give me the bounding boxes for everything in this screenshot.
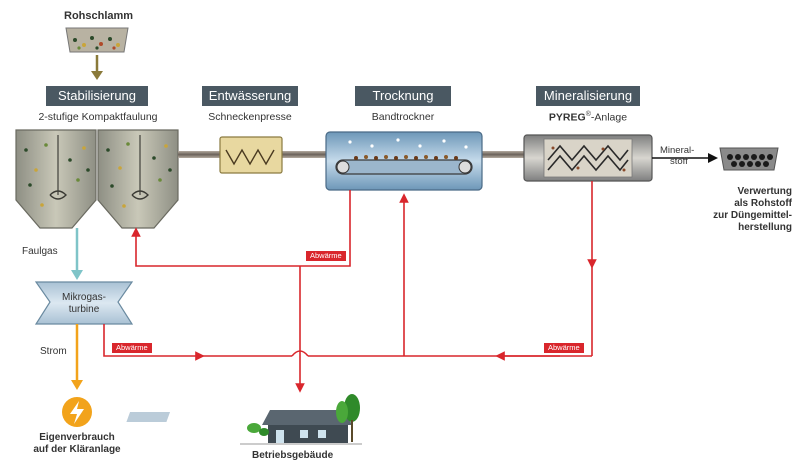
pyreg-suffix: -Anlage xyxy=(590,111,628,124)
belt-dryer xyxy=(325,131,483,191)
pyreg-brand: PYREG xyxy=(548,111,586,124)
microgas-turbine xyxy=(34,281,134,325)
pyreg-reactor xyxy=(523,134,653,182)
output-use-line4: herstellung xyxy=(738,222,792,233)
digester-tanks xyxy=(15,129,179,229)
strom-label: Strom xyxy=(40,346,67,357)
output-use-line1: Verwertung xyxy=(737,186,792,197)
pyreg-reg-mark: ® xyxy=(585,111,591,118)
stage-title-entwaesserung: Entwässerung xyxy=(202,86,298,106)
mineral-arrow-head xyxy=(708,153,718,163)
stage-subtitle-mineralisierung: PYREG®-Anlage xyxy=(530,111,646,124)
mineral-label-line2: stoff xyxy=(670,156,688,167)
consumption-line2: auf der Kläranlage xyxy=(33,444,121,455)
output-use-line3: zur Düngemittel- xyxy=(713,210,792,221)
building-icon xyxy=(126,394,362,445)
stage-subtitle-stabilisierung: 2-stufige Kompaktfaulung xyxy=(38,111,158,123)
stage-title-trocknung: Trocknung xyxy=(355,86,451,106)
pipe-1 xyxy=(178,151,220,158)
building-label: Betriebsgebäude xyxy=(252,450,334,461)
rohschlamm-container xyxy=(65,27,129,53)
feed-arrow-head xyxy=(91,71,103,80)
output-use-text: Verwertung als Rohstoff zur Düngemittel-… xyxy=(682,186,792,234)
output-use-line2: als Rohstoff xyxy=(734,198,792,209)
heat-tag-dryer: Abwärme xyxy=(306,251,346,261)
lightning-icon xyxy=(62,397,92,427)
heat-network xyxy=(103,181,597,393)
faulgas-label: Faulgas xyxy=(22,246,58,257)
turbine-label-line2: turbine xyxy=(68,304,100,315)
strom-arrow xyxy=(71,380,83,390)
stage-subtitle-trocknung: Bandtrockner xyxy=(371,111,435,123)
pipe-2 xyxy=(282,151,326,158)
screw-press xyxy=(219,136,283,174)
stage-subtitle-entwaesserung: Schneckenpresse xyxy=(208,111,292,123)
turbine-label-line1: Mikrogas- xyxy=(62,292,106,303)
mineral-label: Mineral- stoff xyxy=(660,145,694,167)
consumption-label: Eigenverbrauch auf der Kläranlage xyxy=(22,432,132,456)
stage-title-stabilisierung: Stabilisierung xyxy=(46,86,148,106)
faulgas-arrow xyxy=(71,270,83,280)
rohschlamm-label: Rohschlamm xyxy=(64,10,134,22)
heat-tag-pyreg: Abwärme xyxy=(544,343,584,353)
mineral-container xyxy=(719,147,779,171)
turbine-label: Mikrogas- turbine xyxy=(36,292,132,316)
pipe-3 xyxy=(482,151,524,158)
heat-tag-turbine: Abwärme xyxy=(112,343,152,353)
mineral-label-line1: Mineral- xyxy=(660,145,695,156)
consumption-line1: Eigenverbrauch xyxy=(39,432,115,443)
stage-title-mineralisierung: Mineralisierung xyxy=(536,86,640,106)
